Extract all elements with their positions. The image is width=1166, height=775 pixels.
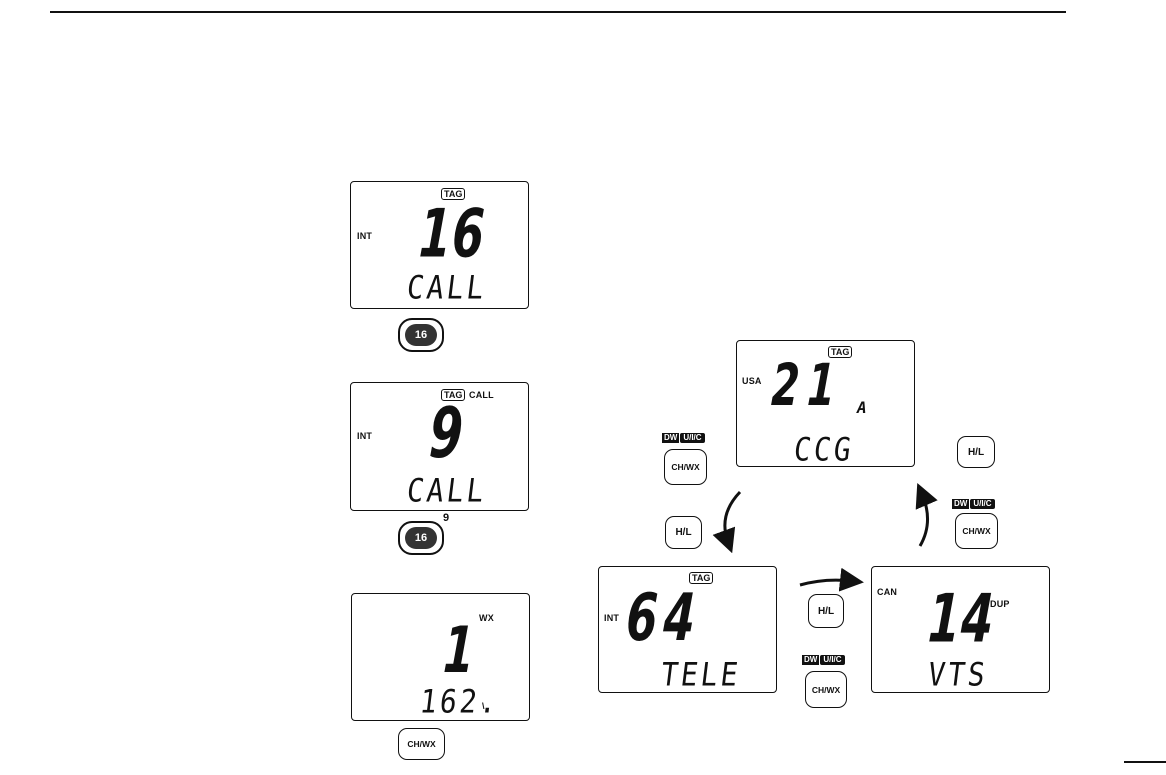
arrow-can-to-usa — [920, 494, 928, 546]
arrow-usa-to-int — [725, 492, 740, 542]
arrow-int-to-can — [800, 580, 852, 585]
